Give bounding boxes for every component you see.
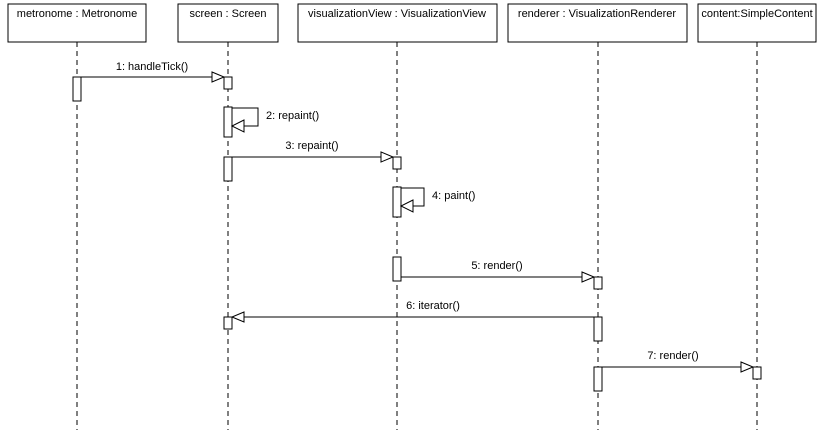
activation-bar <box>223 106 233 138</box>
participant-content: content:SimpleContent <box>697 3 817 43</box>
participant-box <box>507 3 688 43</box>
activation-bar <box>593 276 603 290</box>
message-7: 7: render() <box>602 350 755 373</box>
activation-bar <box>752 366 762 380</box>
participant-box <box>297 3 498 43</box>
participant-screen: screen : Screen <box>177 3 279 43</box>
message-5: 5: render() <box>401 260 596 283</box>
participant-renderer: renderer : VisualizationRenderer <box>507 3 688 43</box>
activation-bar <box>593 366 603 392</box>
message-label: 1: handleTick() <box>116 61 188 73</box>
arrow-head <box>740 361 755 373</box>
activation-bar <box>223 76 233 90</box>
message-label: 6: iterator() <box>406 300 460 312</box>
arrow-head <box>380 151 395 163</box>
message-label: 4: paint() <box>432 190 475 202</box>
message-3: 3: repaint() <box>232 140 395 163</box>
arrow-head <box>230 119 245 133</box>
arrow-head <box>211 71 226 83</box>
activation-bar <box>392 186 402 218</box>
activation-bar <box>72 76 82 102</box>
activation-bar <box>392 156 402 170</box>
participant-box <box>7 3 147 43</box>
participant-label: screen : Screen <box>189 8 266 20</box>
participant-box <box>177 3 279 43</box>
message-2: 2: repaint() <box>230 107 319 133</box>
message-label: 2: repaint() <box>266 110 319 122</box>
arrow-head <box>230 311 245 323</box>
participant-metronome: metronome : Metronome <box>7 3 147 43</box>
arrow-head <box>399 199 414 213</box>
activation-bar <box>223 156 233 182</box>
arrow-head <box>581 271 596 283</box>
message-label: 3: repaint() <box>285 140 338 152</box>
activation-bar <box>593 316 603 342</box>
message-4: 4: paint() <box>399 187 475 213</box>
participant-label: content:SimpleContent <box>701 8 812 20</box>
message-label: 5: render() <box>471 260 522 272</box>
participant-label: renderer : VisualizationRenderer <box>518 8 676 20</box>
participant-visualization-view: visualizationView : VisualizationView <box>297 3 498 43</box>
participant-label: metronome : Metronome <box>17 8 137 20</box>
participant-label: visualizationView : VisualizationView <box>308 8 486 20</box>
message-6: 6: iterator() <box>230 300 594 323</box>
activation-bar <box>223 316 233 330</box>
activation-bar <box>392 256 402 282</box>
message-1: 1: handleTick() <box>81 61 226 83</box>
message-label: 7: render() <box>647 350 698 362</box>
